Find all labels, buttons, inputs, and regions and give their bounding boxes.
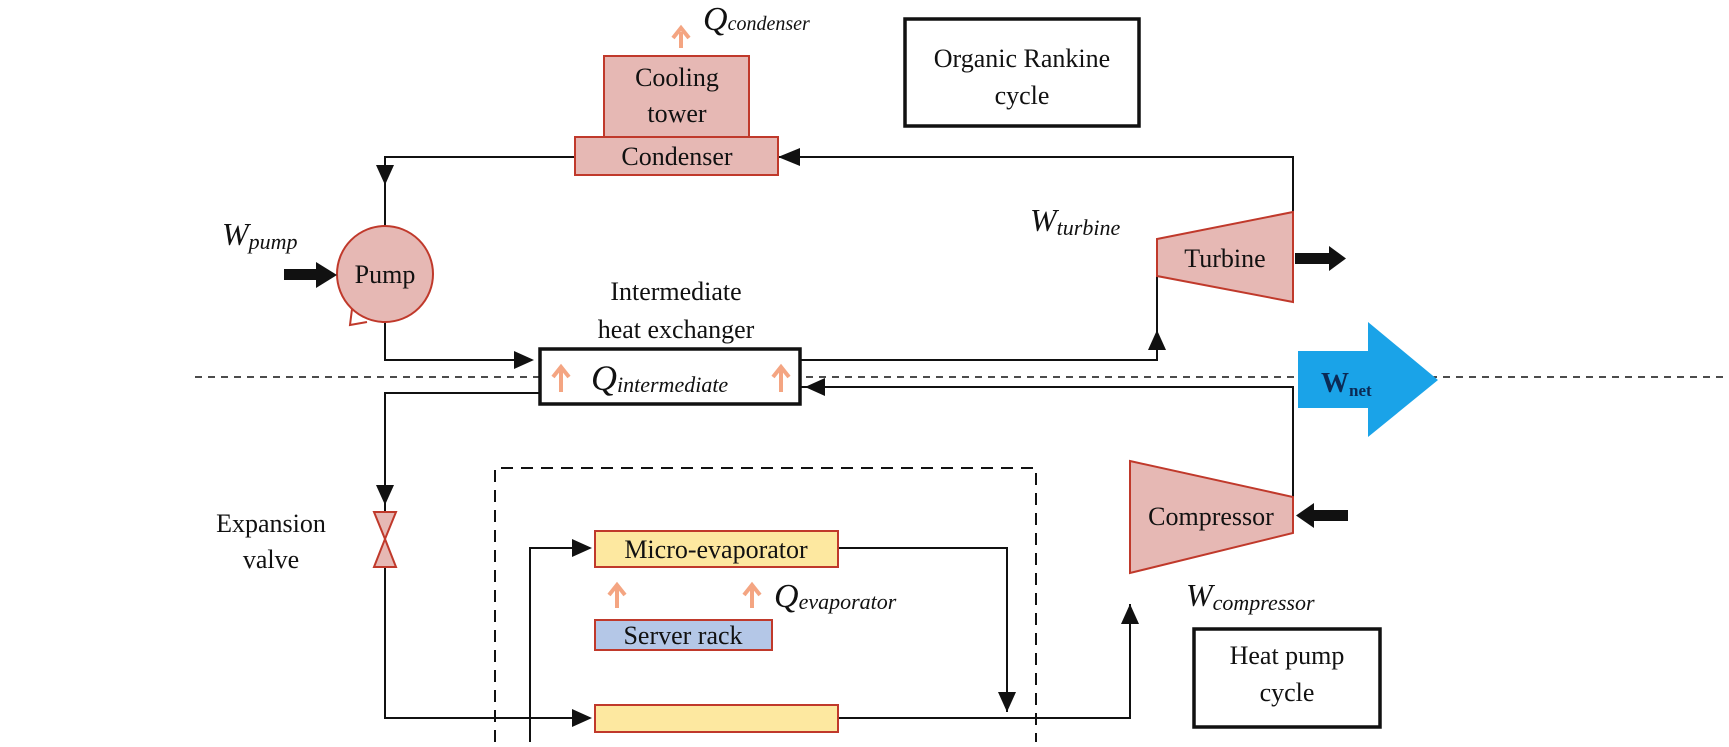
expansion-valve bbox=[372, 511, 398, 568]
line-inner-loop-left bbox=[529, 547, 590, 742]
compressor: Compressor bbox=[1129, 459, 1294, 575]
condenser: Condenser bbox=[574, 136, 779, 176]
pump: Pump bbox=[336, 225, 434, 327]
w-compressor-symbol: W bbox=[1186, 577, 1216, 613]
w-net-label: Wnet bbox=[1321, 368, 1372, 400]
heat-pump-cycle-label: Heat pump cycle bbox=[1192, 627, 1382, 729]
hp-label-line1: Heat pump bbox=[1230, 641, 1345, 670]
arrowhead-inner-right bbox=[998, 692, 1016, 712]
arrowhead-into-evap-lower bbox=[572, 709, 592, 727]
server-enclosure-dashed bbox=[494, 467, 1037, 742]
server-rack: Server rack bbox=[594, 619, 773, 651]
expansion-valve-label-line2: valve bbox=[243, 545, 299, 574]
w-net-subscript: net bbox=[1349, 381, 1372, 400]
arrowhead-into-hx-bottom bbox=[805, 378, 825, 396]
server-rack-label: Server rack bbox=[623, 621, 742, 650]
w-compressor-label: Wcompressor bbox=[1186, 577, 1315, 615]
w-turbine-symbol: W bbox=[1030, 202, 1060, 238]
q-evaporator-heat-icon-left bbox=[607, 581, 627, 608]
turbine: Turbine bbox=[1156, 210, 1294, 304]
micro-evaporator-label: Micro-evaporator bbox=[624, 535, 808, 564]
w-turbine-output-arrow bbox=[1295, 246, 1346, 271]
cooling-tower-line2: tower bbox=[647, 99, 707, 128]
intermediate-heat-exchanger bbox=[538, 347, 802, 406]
w-pump-symbol: W bbox=[222, 216, 252, 252]
q-evaporator-symbol: Q bbox=[774, 578, 799, 615]
compressor-label: Compressor bbox=[1148, 502, 1274, 531]
q-intermediate-label: Qintermediate bbox=[591, 358, 728, 398]
arrowhead-into-condenser bbox=[778, 148, 800, 166]
orc-label-line2: cycle bbox=[995, 81, 1050, 110]
q-evaporator-label: Qevaporator bbox=[774, 578, 897, 615]
hp-label-line2: cycle bbox=[1260, 678, 1315, 707]
q-evaporator-subscript: evaporator bbox=[799, 589, 897, 614]
intermediate-hx-label-line1: Intermediate bbox=[610, 277, 741, 306]
line-pump-to-hx bbox=[384, 320, 532, 361]
line-hx-to-valve bbox=[384, 392, 540, 512]
w-turbine-subscript: turbine bbox=[1057, 215, 1121, 240]
w-compressor-input-arrow bbox=[1296, 503, 1348, 528]
intermediate-hx-label-line2: heat exchanger bbox=[598, 315, 755, 344]
cooling-tower: Cooling tower bbox=[603, 55, 750, 138]
line-inner-loop-right bbox=[838, 547, 1008, 712]
orc-label-line1: Organic Rankine bbox=[934, 44, 1110, 73]
w-net-symbol: W bbox=[1321, 368, 1349, 399]
q-condenser-label: Qcondenser bbox=[703, 1, 810, 38]
w-pump-subscript: pump bbox=[247, 229, 298, 254]
line-evap-to-compressor bbox=[838, 604, 1131, 719]
q-condenser-heat-icon bbox=[671, 24, 691, 48]
flow-arrowheads bbox=[376, 148, 1166, 727]
arrowhead-into-micro-evap bbox=[572, 539, 592, 557]
arrowhead-into-valve bbox=[376, 485, 394, 505]
expansion-valve-label-line1: Expansion bbox=[216, 509, 326, 538]
w-pump-label: Wpump bbox=[222, 216, 298, 254]
micro-evaporator: Micro-evaporator bbox=[594, 530, 839, 568]
q-intermediate-symbol: Q bbox=[591, 358, 617, 398]
arrowhead-into-turbine bbox=[1148, 330, 1166, 350]
q-intermediate-heat-icon-right bbox=[771, 363, 791, 392]
condenser-label: Condenser bbox=[621, 142, 733, 171]
pump-label: Pump bbox=[355, 260, 416, 289]
line-valve-to-evap bbox=[384, 567, 590, 719]
arrowhead-into-hx-top bbox=[514, 351, 534, 369]
q-intermediate-heat-icon-left bbox=[551, 363, 571, 392]
line-hx-to-turbine bbox=[800, 276, 1158, 361]
orc-cycle-label: Organic Rankine cycle bbox=[903, 17, 1141, 128]
lower-evaporator bbox=[594, 704, 839, 733]
line-condenser-to-pump bbox=[384, 156, 575, 226]
w-turbine-label: Wturbine bbox=[1030, 202, 1120, 240]
flow-lines bbox=[384, 156, 1294, 742]
turbine-label: Turbine bbox=[1184, 244, 1265, 273]
arrowhead-into-compressor bbox=[1121, 604, 1139, 624]
w-compressor-subscript: compressor bbox=[1213, 590, 1315, 615]
q-intermediate-subscript: intermediate bbox=[617, 372, 728, 397]
q-condenser-subscript: condenser bbox=[728, 13, 810, 35]
w-net-arrow bbox=[1298, 322, 1438, 437]
w-pump-input-arrow bbox=[284, 262, 337, 288]
line-compressor-to-hx bbox=[800, 386, 1294, 497]
arrowhead-into-pump bbox=[376, 165, 394, 185]
q-condenser-symbol: Q bbox=[703, 1, 728, 38]
q-evaporator-heat-icon-right bbox=[742, 581, 762, 608]
line-turbine-to-condenser bbox=[778, 156, 1294, 212]
cooling-tower-line1: Cooling bbox=[635, 63, 719, 92]
